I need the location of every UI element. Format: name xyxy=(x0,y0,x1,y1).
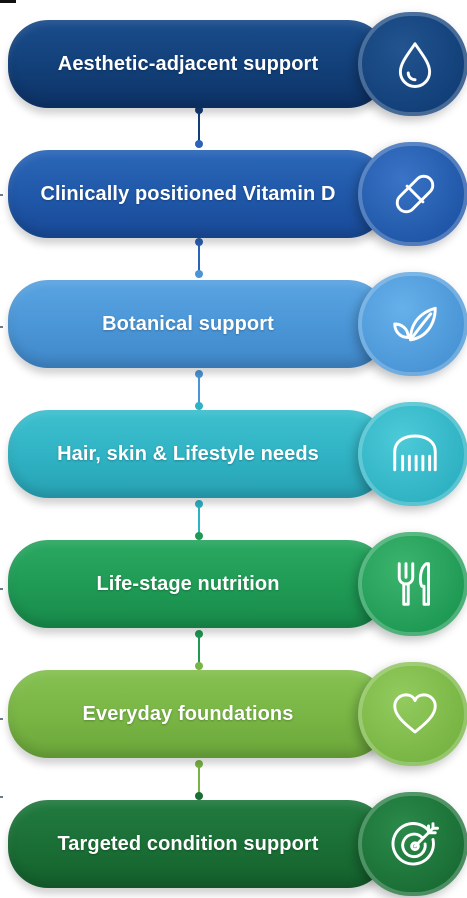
step-label-1: Aesthetic-adjacent support xyxy=(57,52,319,75)
step-label-4: Hair, skin & Lifestyle needs xyxy=(57,442,319,465)
step-badge-4 xyxy=(358,402,467,506)
step-badge-6 xyxy=(358,662,467,766)
step-label-3: Botanical support xyxy=(102,312,274,335)
step-badge-2 xyxy=(358,142,467,246)
step-badge-1 xyxy=(358,12,467,116)
comb-icon xyxy=(393,434,437,472)
top-edge-mark xyxy=(0,0,16,3)
step-pill-1: Aesthetic-adjacent support xyxy=(8,20,388,108)
step-label-5: Life-stage nutrition xyxy=(96,572,280,595)
fork-knife-icon xyxy=(397,562,430,606)
heart-icon xyxy=(393,693,437,734)
step-badge-7 xyxy=(358,792,467,896)
edge-tick xyxy=(0,796,3,798)
step-pill-2: Clinically positioned Vitamin D xyxy=(8,150,388,238)
edge-tick xyxy=(0,588,3,590)
step-pill-3: Botanical support xyxy=(8,280,388,368)
edge-tick xyxy=(0,718,3,720)
step-pill-4: Hair, skin & Lifestyle needs xyxy=(8,410,388,498)
target-icon xyxy=(391,822,439,866)
step-label-7: Targeted condition support xyxy=(57,832,319,855)
step-badge-5 xyxy=(358,532,467,636)
step-label-2: Clinically positioned Vitamin D xyxy=(40,182,336,205)
capsule-icon xyxy=(395,174,435,214)
step-label-6: Everyday foundations xyxy=(82,702,294,725)
water-drop-icon xyxy=(398,42,432,88)
step-pill-7: Targeted condition support xyxy=(8,800,388,888)
leaf-icon xyxy=(393,306,437,342)
step-badge-3 xyxy=(358,272,467,376)
edge-tick xyxy=(0,194,3,196)
step-pill-6: Everyday foundations xyxy=(8,670,388,758)
step-pill-5: Life-stage nutrition xyxy=(8,540,388,628)
edge-tick xyxy=(0,326,3,328)
